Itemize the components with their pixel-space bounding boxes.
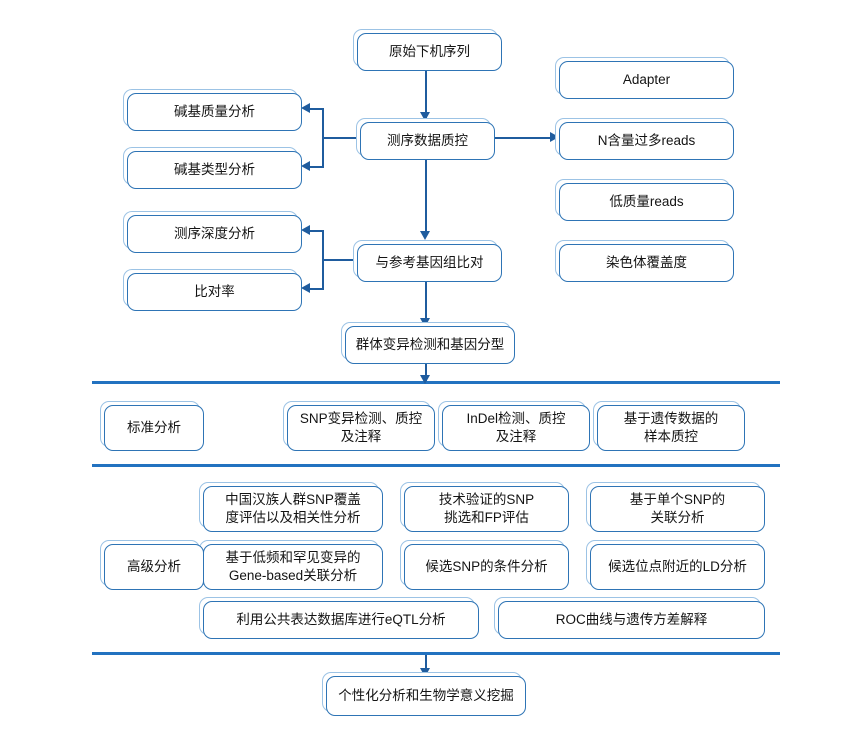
node-advanced-label[interactable]: 高级分析 [104,544,204,590]
connector-to-personalized [425,653,428,675]
node-tech-validation[interactable]: 技术验证的SNP 挑选和FP评估 [404,486,569,532]
node-eqtl[interactable]: 利用公共表达数据库进行eQTL分析 [203,601,479,639]
separator-advanced [92,464,780,467]
node-chromosome-coverage[interactable]: 染色体覆盖度 [559,244,734,282]
node-ld-analysis[interactable]: 候选位点附近的LD分析 [590,544,765,590]
node-personalized[interactable]: 个性化分析和生物学意义挖掘 [326,676,526,716]
separator-personalized [92,652,780,655]
node-standard-label[interactable]: 标准分析 [104,405,204,451]
node-single-snp[interactable]: 基于单个SNP的 关联分析 [590,486,765,532]
node-base-quality[interactable]: 碱基质量分析 [127,93,302,131]
node-align-rate[interactable]: 比对率 [127,273,302,311]
connector-qc-to-basequality [310,108,324,111]
connector-variant-to-standard [425,364,428,384]
arrowhead-qc-to-align [420,231,430,240]
connector-qc-left-bus [322,108,325,168]
node-qc[interactable]: 测序数据质控 [360,122,495,160]
node-snp-detect[interactable]: SNP变异检测、质控 及注释 [287,405,435,451]
node-variant-calling[interactable]: 群体变异检测和基因分型 [345,326,515,364]
node-low-quality-reads[interactable]: 低质量reads [559,183,734,221]
node-conditional[interactable]: 候选SNP的条件分析 [404,544,569,590]
node-adapter[interactable]: Adapter [559,61,734,99]
node-roc[interactable]: ROC曲线与遗传方差解释 [498,601,765,639]
node-depth-analysis[interactable]: 测序深度分析 [127,215,302,253]
arrowhead-raw-to-qc [420,112,430,121]
arrowhead-qc-to-nreads [550,132,559,142]
connector-align-to-rate [310,288,324,291]
connector-align-left-bus [322,230,325,290]
connector-align-left-stub [322,259,360,262]
connector-raw-to-qc [425,70,428,118]
node-han-coverage[interactable]: 中国汉族人群SNP覆盖 度评估以及相关性分析 [203,486,383,532]
node-align-reference[interactable]: 与参考基因组比对 [357,244,502,282]
connector-qc-to-basetype [310,166,324,169]
connector-align-to-variant [425,280,428,322]
node-base-type[interactable]: 碱基类型分析 [127,151,302,189]
separator-standard [92,381,780,384]
connector-qc-to-align [425,158,428,236]
arrowhead-rate [301,283,310,293]
arrowhead-variant-to-standard [420,375,430,384]
connector-align-to-depth [310,230,324,233]
node-gene-based[interactable]: 基于低频和罕见变异的 Gene-based关联分析 [203,544,383,590]
node-indel-detect[interactable]: InDel检测、质控 及注释 [442,405,590,451]
node-raw-sequence[interactable]: 原始下机序列 [357,33,502,71]
arrowhead-basequality [301,103,310,113]
connector-qc-to-nreads [494,137,557,140]
node-n-reads[interactable]: N含量过多reads [559,122,734,160]
connector-qc-left-stub [322,137,360,140]
arrowhead-depth [301,225,310,235]
node-sample-qc[interactable]: 基于遗传数据的 样本质控 [597,405,745,451]
arrowhead-basetype [301,161,310,171]
